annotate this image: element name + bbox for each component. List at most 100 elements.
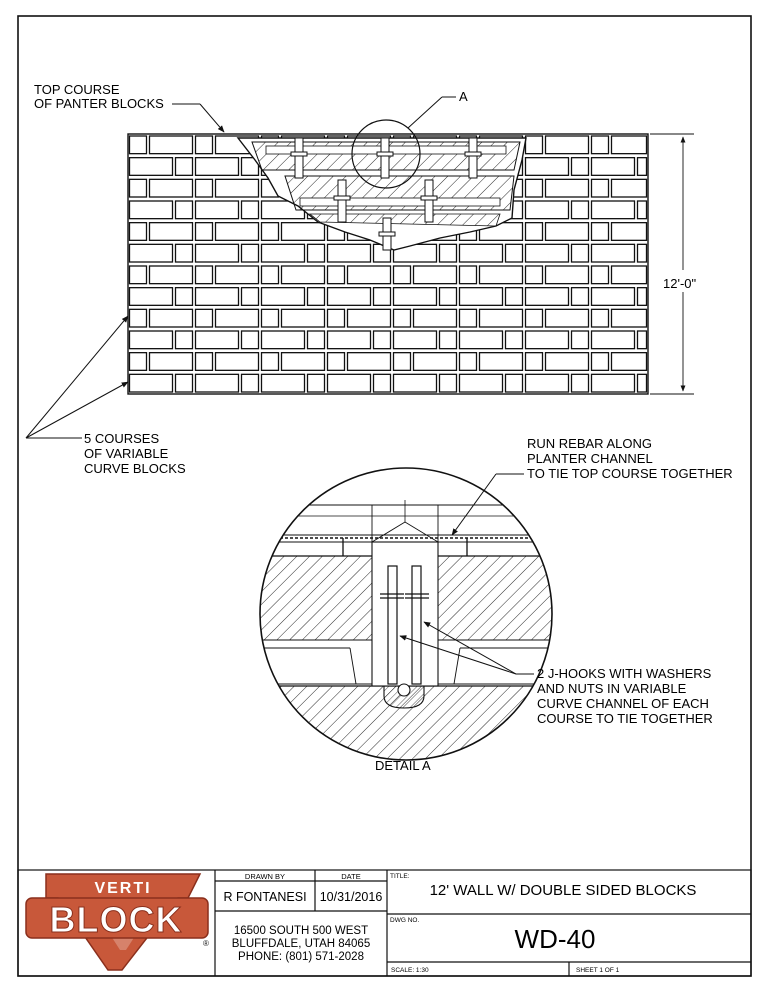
wall-brick [478,308,524,328]
wall-brick [174,330,194,350]
wall-brick [280,265,326,285]
wall-brick [636,287,648,306]
wall-brick [260,243,306,263]
wall-brick [372,330,392,350]
wall-brick [524,265,544,285]
rebar-label-line1: RUN REBAR ALONG [527,436,652,451]
wall-brick [610,135,648,155]
wall-brick [326,243,372,263]
wall-brick [214,308,260,328]
wall-brick [590,373,636,393]
wall-brick [240,157,260,176]
wall-brick [392,308,412,328]
curve-blocks-label-line2: OF VARIABLE [84,446,169,461]
wall-brick [544,352,590,371]
wall-brick [610,178,648,198]
detail-a-view [259,467,553,761]
wall-brick [148,352,194,371]
curve-blocks-label-line3: CURVE BLOCKS [84,461,186,476]
wall-brick [504,330,524,350]
dwg-no-label: DWG NO. [390,917,419,924]
wall-brick [504,287,524,306]
wall-brick [280,222,326,241]
wall-brick [326,265,346,285]
wall-brick [214,265,260,285]
wall-brick [128,200,174,220]
wall-brick [128,178,148,198]
wall-brick [610,265,648,285]
wall-brick [438,287,458,306]
wall-brick [194,200,240,220]
wall-brick [128,157,174,176]
wall-brick [458,330,504,350]
wall-brick [174,373,194,393]
wall-brick [240,330,260,350]
wall-cutaway-section [236,137,527,251]
wall-brick [524,178,544,198]
wall-brick [412,352,458,371]
wall-brick [174,157,194,176]
wall-brick [458,308,478,328]
wall-brick [610,352,648,371]
address-line2: BLUFFDALE, UTAH 84065 [232,938,370,950]
wall-brick [194,308,214,328]
wall-brick [194,330,240,350]
wall-brick [590,222,610,241]
wall-brick [148,308,194,328]
logo-registered: ® [203,939,209,948]
wall-brick [128,135,148,155]
wall-brick [636,200,648,220]
top-course-label-line2: OF PANTER BLOCKS [34,96,164,111]
height-dimension-label: 12'-0" [663,276,697,291]
wall-brick [214,352,260,371]
wall-brick [260,265,280,285]
wall-brick [148,135,194,155]
wall-brick [148,178,194,198]
wall-brick [260,222,280,241]
drawn-by-label: DRAWN BY [245,872,285,881]
detail-a-title: DETAIL A [375,758,431,773]
height-dimension [650,133,694,395]
jhooks-label-line1: 2 J-HOOKS WITH WASHERS [537,666,712,681]
wall-brick [372,373,392,393]
wall-brick [194,157,240,176]
wall-brick [438,243,458,263]
wall-brick [392,287,438,306]
wall-brick [326,373,372,393]
dwg-no-value: WD-40 [515,924,596,954]
wall-brick [240,287,260,306]
wall-brick [260,352,280,371]
wall-brick [544,308,590,328]
wall-brick [128,330,174,350]
title-block [17,869,752,977]
drawn-by-value: R FONTANESI [223,890,306,904]
wall-brick [306,287,326,306]
wall-brick [438,330,458,350]
wall-brick [128,373,174,393]
wall-brick [128,308,148,328]
wall-brick [392,265,412,285]
jhooks-label-line3: CURVE CHANNEL OF EACH [537,696,709,711]
wall-brick [610,222,648,241]
wall-brick [194,243,240,263]
vertiblock-logo: VERTI BLOCK ® [25,873,209,971]
logo-text-top: VERTI [94,880,151,897]
wall-brick [636,373,648,393]
wall-brick [590,287,636,306]
wall-brick [570,243,590,263]
title-label: TITLE: [390,873,410,880]
jhooks-label-line4: COURSE TO TIE TOGETHER [537,711,713,726]
jhooks-label-line2: AND NUTS IN VARIABLE [537,681,687,696]
wall-brick [478,265,524,285]
sheet-label: SHEET 1 OF 1 [576,967,620,974]
wall-brick [148,222,194,241]
wall-brick [636,330,648,350]
wall-brick [570,157,590,176]
wall-brick [412,265,458,285]
wall-brick [570,287,590,306]
wall-brick [544,135,590,155]
wall-brick [240,200,260,220]
wall-brick [524,222,544,241]
wall-brick [524,373,570,393]
